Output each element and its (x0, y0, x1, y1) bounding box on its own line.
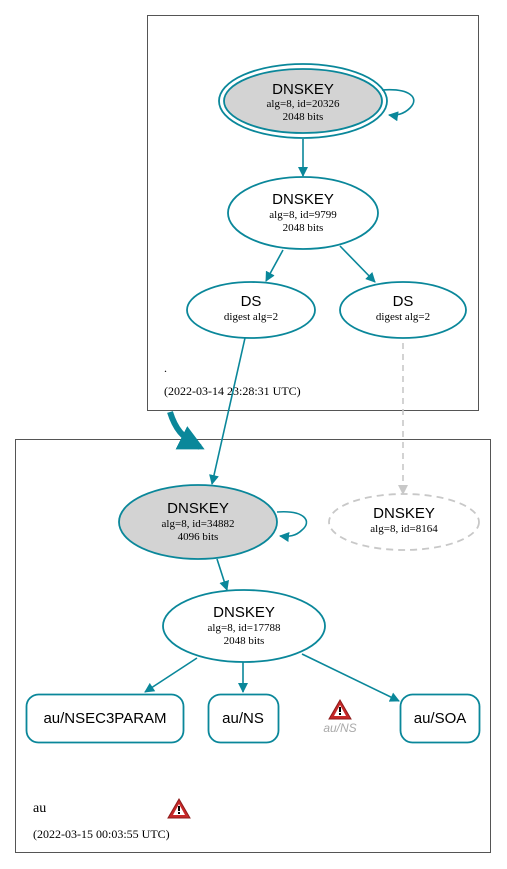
root-ksk-bits: 2048 bits (283, 111, 324, 123)
au-zone-timestamp: (2022-03-15 00:03:55 UTC) (33, 827, 170, 841)
au-zsk-title: DNSKEY (213, 604, 275, 621)
au-ns-label: au/NS (222, 710, 264, 727)
root-zsk-to-ds2-edge (339, 245, 376, 283)
au-soa-rrset[interactable]: au/SOA (399, 693, 481, 744)
au-ksk-node[interactable]: DNSKEY alg=8, id=34882 4096 bits (118, 484, 278, 560)
root-ds1-digest: digest alg=2 (224, 311, 278, 323)
au-nsec3param-label: au/NSEC3PARAM (43, 710, 166, 727)
au-missing-key-title: DNSKEY (373, 505, 435, 522)
root-zone-box (147, 15, 479, 411)
au-zone-name: au (33, 801, 46, 816)
root-ksk-node[interactable]: DNSKEY alg=8, id=20326 2048 bits (218, 63, 388, 139)
au-zsk-to-soa-edge (301, 653, 400, 702)
root-ksk-self-edge (381, 88, 415, 122)
root-zsk-bits: 2048 bits (283, 222, 324, 234)
au-ns-rrset[interactable]: au/NS (207, 693, 280, 744)
root-ksk-alg: alg=8, id=20326 (267, 98, 340, 110)
warning-icon[interactable] (328, 699, 352, 720)
au-zsk-to-nsec3param-edge (144, 657, 198, 693)
root-zsk-alg: alg=8, id=9799 (269, 209, 337, 221)
ns-warning-label: au/NS (323, 721, 356, 735)
au-zsk-bits: 2048 bits (224, 635, 265, 647)
delegation-edge (167, 411, 205, 450)
au-ksk-title: DNSKEY (167, 500, 229, 517)
au-missing-key-alg: alg=8, id=8164 (370, 523, 438, 535)
root-ds2-node[interactable]: DS digest alg=2 (339, 281, 467, 339)
au-soa-label: au/SOA (414, 710, 467, 727)
root-zsk-node[interactable]: DNSKEY alg=8, id=9799 2048 bits (227, 176, 379, 250)
au-ksk-bits: 4096 bits (178, 531, 219, 543)
warning-icon[interactable] (167, 798, 191, 819)
root-ds2-title: DS (393, 293, 414, 310)
au-nsec3param-rrset[interactable]: au/NSEC3PARAM (25, 693, 185, 744)
root-zsk-to-ds1-edge (265, 249, 284, 282)
au-ksk-alg: alg=8, id=34882 (162, 518, 235, 530)
root-ds1-node[interactable]: DS digest alg=2 (186, 281, 316, 339)
au-ksk-self-edge (276, 511, 308, 542)
root-zone-name: . (164, 361, 167, 375)
au-zone-box (15, 439, 491, 853)
root-ksk-title: DNSKEY (272, 81, 334, 98)
root-zsk-title: DNSKEY (272, 191, 334, 208)
au-zsk-alg: alg=8, id=17788 (208, 622, 281, 634)
ds1-to-au-ksk-edge (209, 337, 246, 485)
au-zsk-node[interactable]: DNSKEY alg=8, id=17788 2048 bits (162, 589, 326, 663)
root-ds1-title: DS (241, 293, 262, 310)
au-missing-key-node[interactable]: DNSKEY alg=8, id=8164 (328, 493, 480, 551)
root-ds2-digest: digest alg=2 (376, 311, 430, 323)
au-ksk-to-zsk-edge (216, 558, 229, 591)
